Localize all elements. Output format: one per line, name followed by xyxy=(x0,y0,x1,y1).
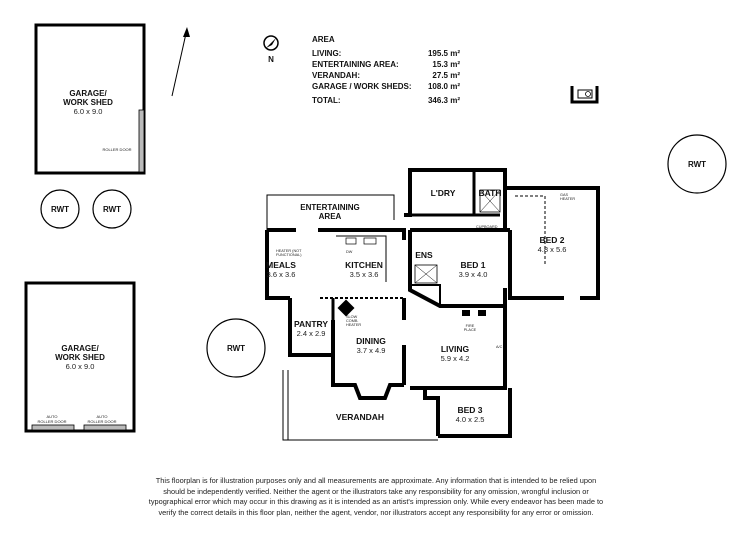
verandah-name: VERANDAH xyxy=(336,412,384,422)
room-labels: L'DRY BATH BED 2 4.8 x 5.6 MEALS 3.6 x 3… xyxy=(266,188,566,424)
bath-name: BATH xyxy=(479,188,502,198)
kitchen-size: 3.5 x 3.6 xyxy=(350,270,379,279)
north-label: N xyxy=(268,55,274,64)
bed2-name: BED 2 xyxy=(539,235,564,245)
rainwater-tanks: RWT RWT RWT RWT xyxy=(40,134,727,378)
area-total-value: 346.3 m² xyxy=(427,96,460,105)
slow-comb-note: SLOW xyxy=(346,315,358,319)
house-walls xyxy=(265,168,600,441)
area-total-label: TOTAL: xyxy=(312,96,341,105)
hot-water-unit-icon xyxy=(570,86,599,104)
fixture-notes: HEATER (NOT FUNCTIONAL) SLOW COMB. HEATE… xyxy=(276,193,575,349)
dining-name: DINING xyxy=(356,336,386,346)
garage-top-name2: WORK SHED xyxy=(63,98,113,107)
bed1-name: BED 1 xyxy=(460,260,485,270)
rwt-tank-mid xyxy=(92,189,132,229)
dw-note: DW xyxy=(346,250,353,254)
rwt-tank-center xyxy=(206,318,266,378)
area-label: LIVING: xyxy=(312,49,342,58)
fire-place-note-2: PLACE xyxy=(464,328,477,332)
living-name: LIVING xyxy=(441,344,470,354)
bed3-size: 4.0 x 2.5 xyxy=(456,415,485,424)
garage-bottom-size: 6.0 x 9.0 xyxy=(66,362,95,371)
area-table-title: AREA xyxy=(312,35,335,44)
rwt-left-label: RWT xyxy=(51,205,69,214)
bed3-name: BED 3 xyxy=(457,405,482,415)
slow-comb-note-2: COMB. xyxy=(346,319,358,323)
pantry-name: PANTRY xyxy=(294,319,328,329)
area-value: 195.5 m² xyxy=(427,49,460,58)
heater-note-2: FUNCTIONAL) xyxy=(276,253,302,257)
living-size: 5.9 x 4.2 xyxy=(441,354,470,363)
area-label: GARAGE / WORK SHEDS: xyxy=(312,82,412,91)
area-label: ENTERTAINING AREA: xyxy=(312,60,399,69)
disclaimer-text: This floorplan is for illustration purpo… xyxy=(148,476,604,517)
rwt-tank-right xyxy=(667,134,727,194)
area-row-total: TOTAL: 346.3 m² xyxy=(312,95,460,106)
kitchen-name: KITCHEN xyxy=(345,260,383,270)
dining-size: 3.7 x 4.9 xyxy=(357,346,386,355)
cupboard-note: CUPBOARD xyxy=(476,225,498,229)
rwt-mid-label: RWT xyxy=(103,205,121,214)
meals-size: 3.6 x 3.6 xyxy=(267,270,296,279)
fire-place-note: FIRE xyxy=(466,324,475,328)
area-row-living: LIVING: 195.5 m² xyxy=(312,48,460,59)
area-table: AREA LIVING: 195.5 m² ENTERTAINING AREA:… xyxy=(312,35,460,106)
slow-comb-note-3: HEATER xyxy=(346,323,361,327)
rwt-right-label: RWT xyxy=(688,160,706,169)
area-row-verandah: VERANDAH: 27.5 m² xyxy=(312,70,460,81)
garage-bottom-door-left-1: AUTO xyxy=(46,414,57,419)
gas-heater-note-2: HEATER xyxy=(560,197,575,201)
garage-bottom-door-left-2: ROLLER DOOR xyxy=(37,419,66,424)
bed2-size: 4.8 x 5.6 xyxy=(538,245,567,254)
entertaining-area: ENTERTAINING AREA xyxy=(266,194,395,230)
meals-name: MEALS xyxy=(266,260,296,270)
area-row-garage: GARAGE / WORK SHEDS: 108.0 m² xyxy=(312,81,460,92)
garage-bottom-name: GARAGE/ xyxy=(61,344,99,353)
garage-top-size: 6.0 x 9.0 xyxy=(74,107,103,116)
entertaining-name2: AREA xyxy=(319,212,342,221)
rwt-center-label: RWT xyxy=(227,344,245,353)
area-row-entertaining: ENTERTAINING AREA: 15.3 m² xyxy=(312,59,460,70)
garage-top: GARAGE/ WORK SHED 6.0 x 9.0 ROLLER DOOR xyxy=(34,23,146,175)
garage-top-name: GARAGE/ xyxy=(69,89,107,98)
area-value: 108.0 m² xyxy=(427,82,460,91)
garage-bottom-door-right-2: ROLLER DOOR xyxy=(87,419,116,424)
area-label: VERANDAH: xyxy=(312,71,360,80)
ens-name: ENS xyxy=(415,250,433,260)
garage-bottom-name2: WORK SHED xyxy=(55,353,105,362)
area-value: 15.3 m² xyxy=(432,60,460,69)
bed1-size: 3.9 x 4.0 xyxy=(459,270,488,279)
garage-bottom-door-right-1: AUTO xyxy=(96,414,107,419)
area-value: 27.5 m² xyxy=(432,71,460,80)
rwt-tank-left xyxy=(40,189,80,229)
gas-heater-note: GAS xyxy=(560,193,568,197)
ac-note: A/C xyxy=(496,345,503,349)
heater-note: HEATER (NOT xyxy=(276,249,302,253)
pantry-size: 2.4 x 2.9 xyxy=(297,329,326,338)
laundry-name: L'DRY xyxy=(431,188,456,198)
garage-top-door: ROLLER DOOR xyxy=(102,147,131,152)
entertaining-name: ENTERTAINING xyxy=(300,203,359,212)
north-arrow-icon xyxy=(171,27,190,97)
garage-bottom: GARAGE/ WORK SHED 6.0 x 9.0 AUTO ROLLER … xyxy=(24,281,136,433)
compass-icon: N xyxy=(263,35,279,64)
